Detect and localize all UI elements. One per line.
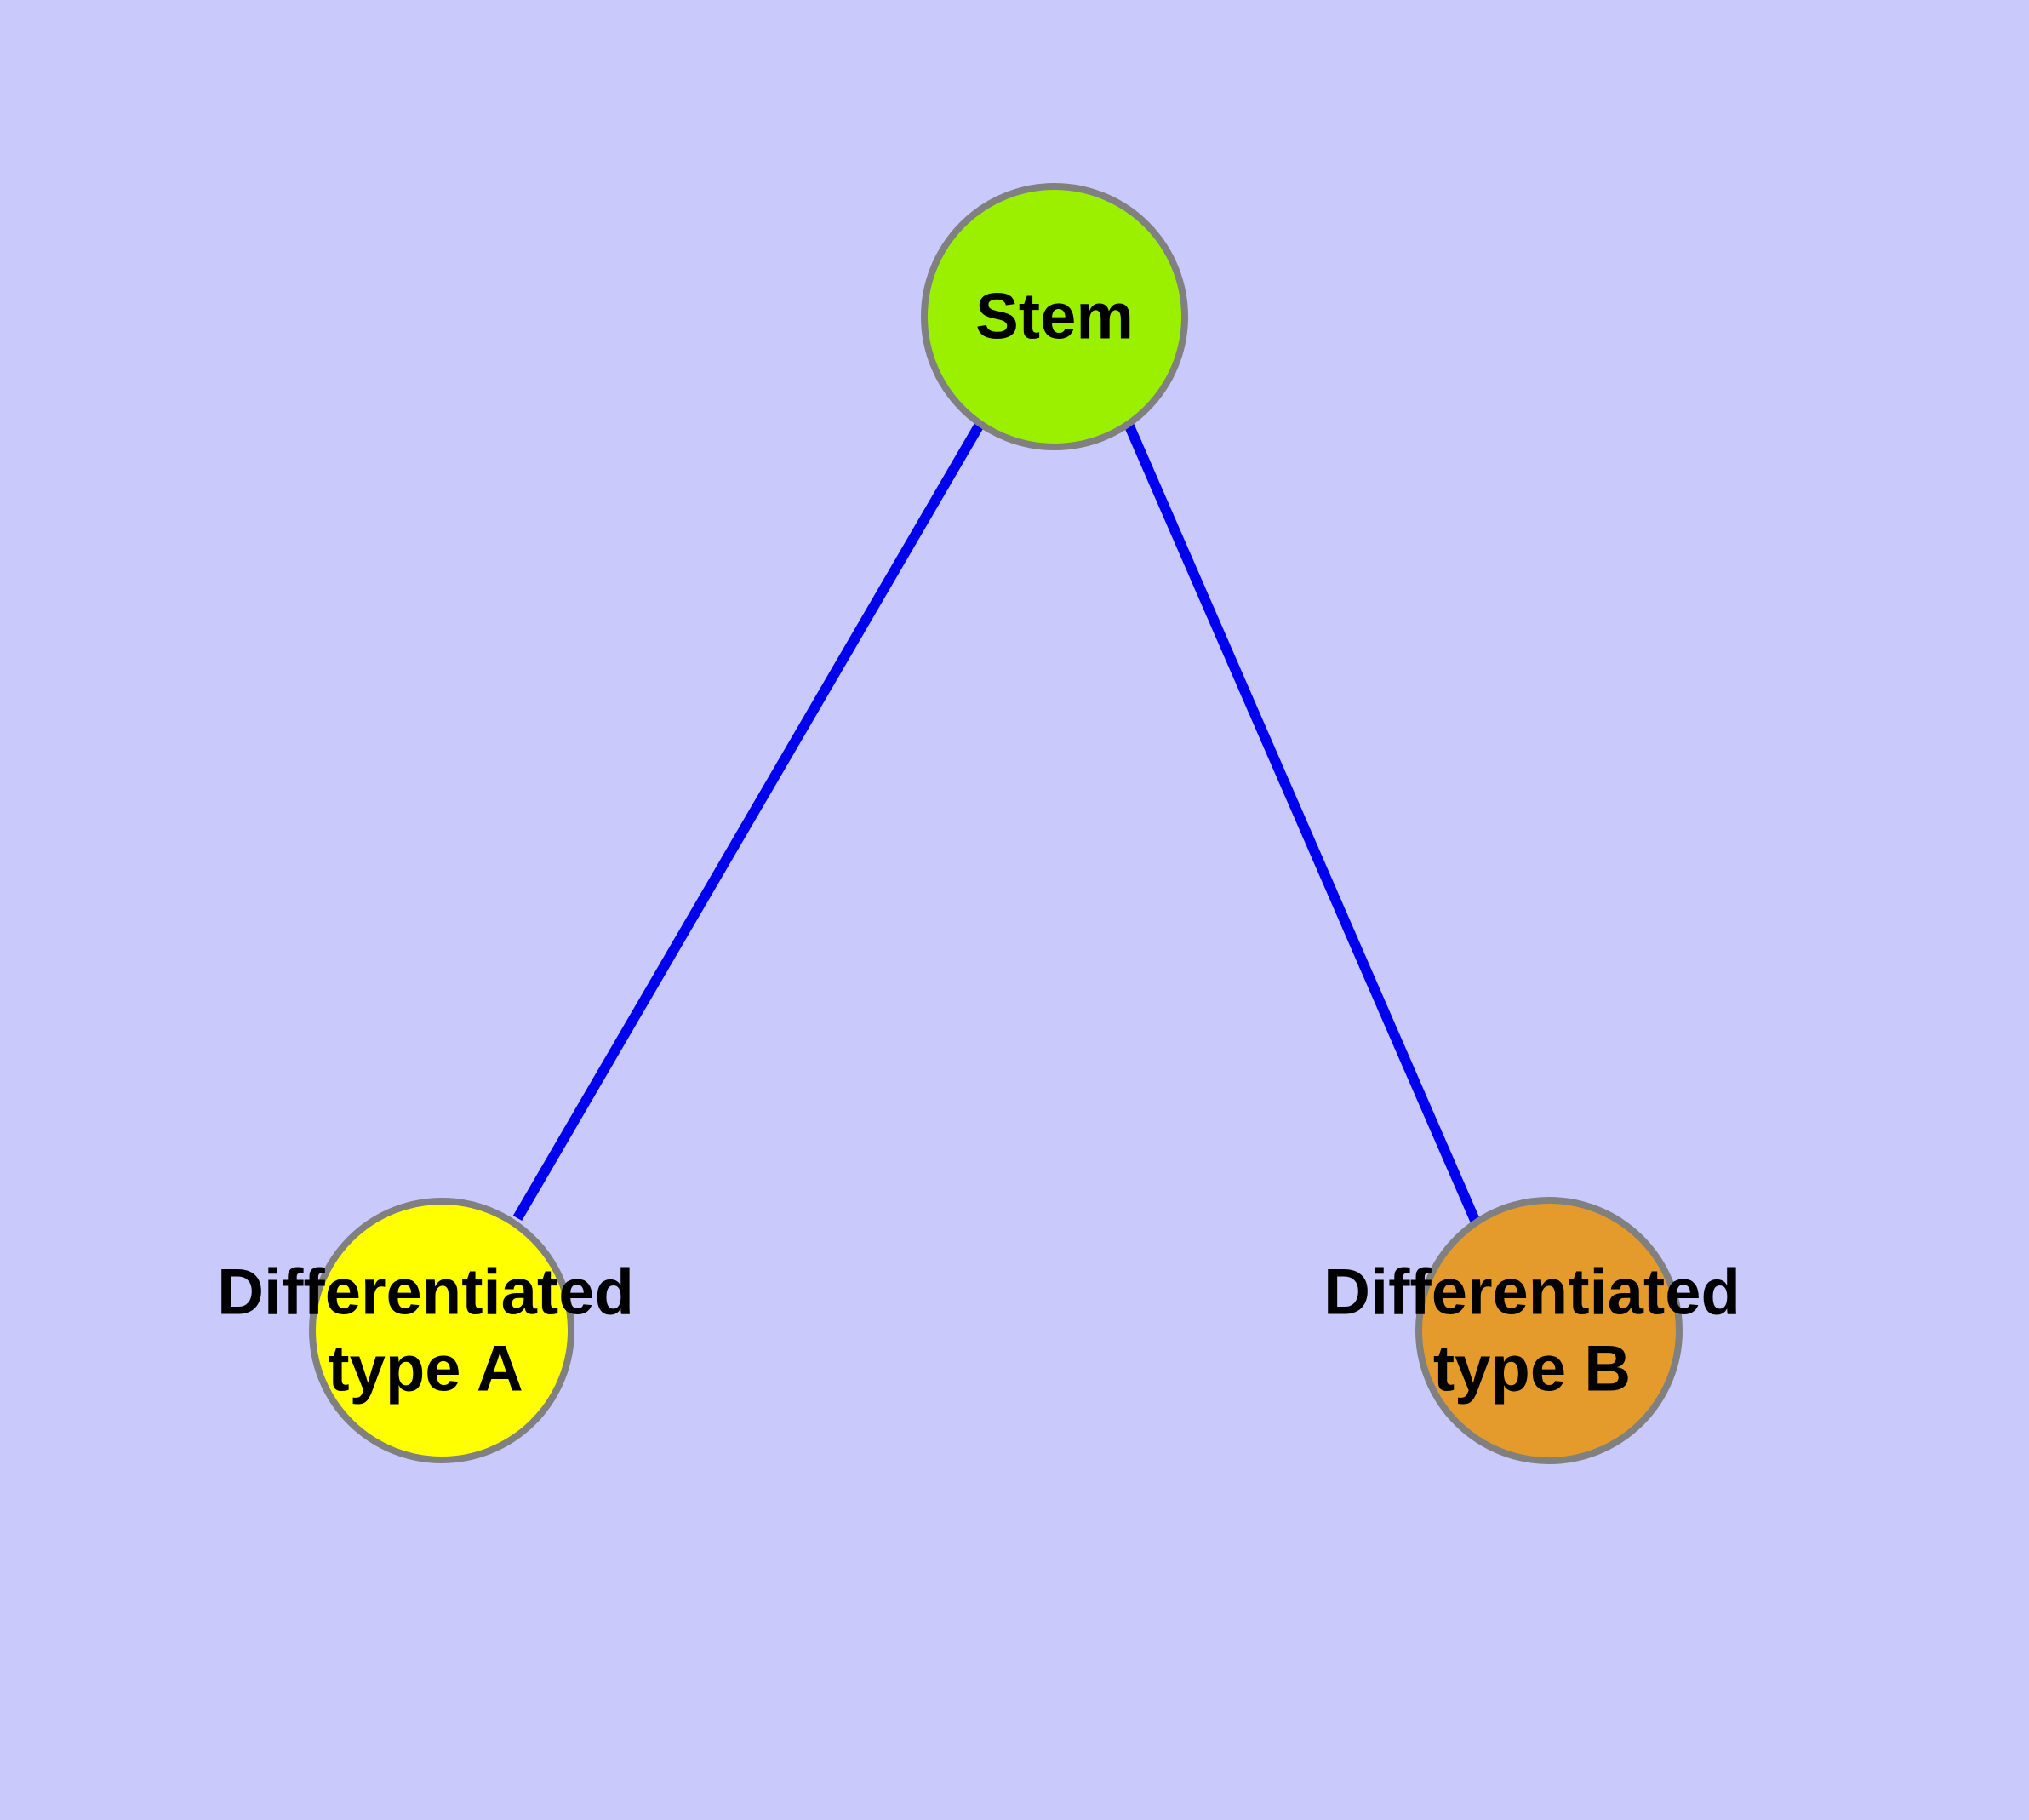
node-stem[interactable] bbox=[921, 183, 1188, 450]
edge-stem-to-diff-a[interactable] bbox=[512, 420, 986, 1222]
node-differentiated-type-a[interactable] bbox=[309, 1198, 574, 1463]
node-differentiated-type-b[interactable] bbox=[1415, 1197, 1683, 1464]
edge-layer bbox=[512, 420, 1482, 1227]
edge-stem-to-diff-b[interactable] bbox=[1123, 420, 1482, 1227]
node-stem-label: Stem bbox=[975, 281, 1134, 353]
node-layer bbox=[309, 183, 1683, 1464]
